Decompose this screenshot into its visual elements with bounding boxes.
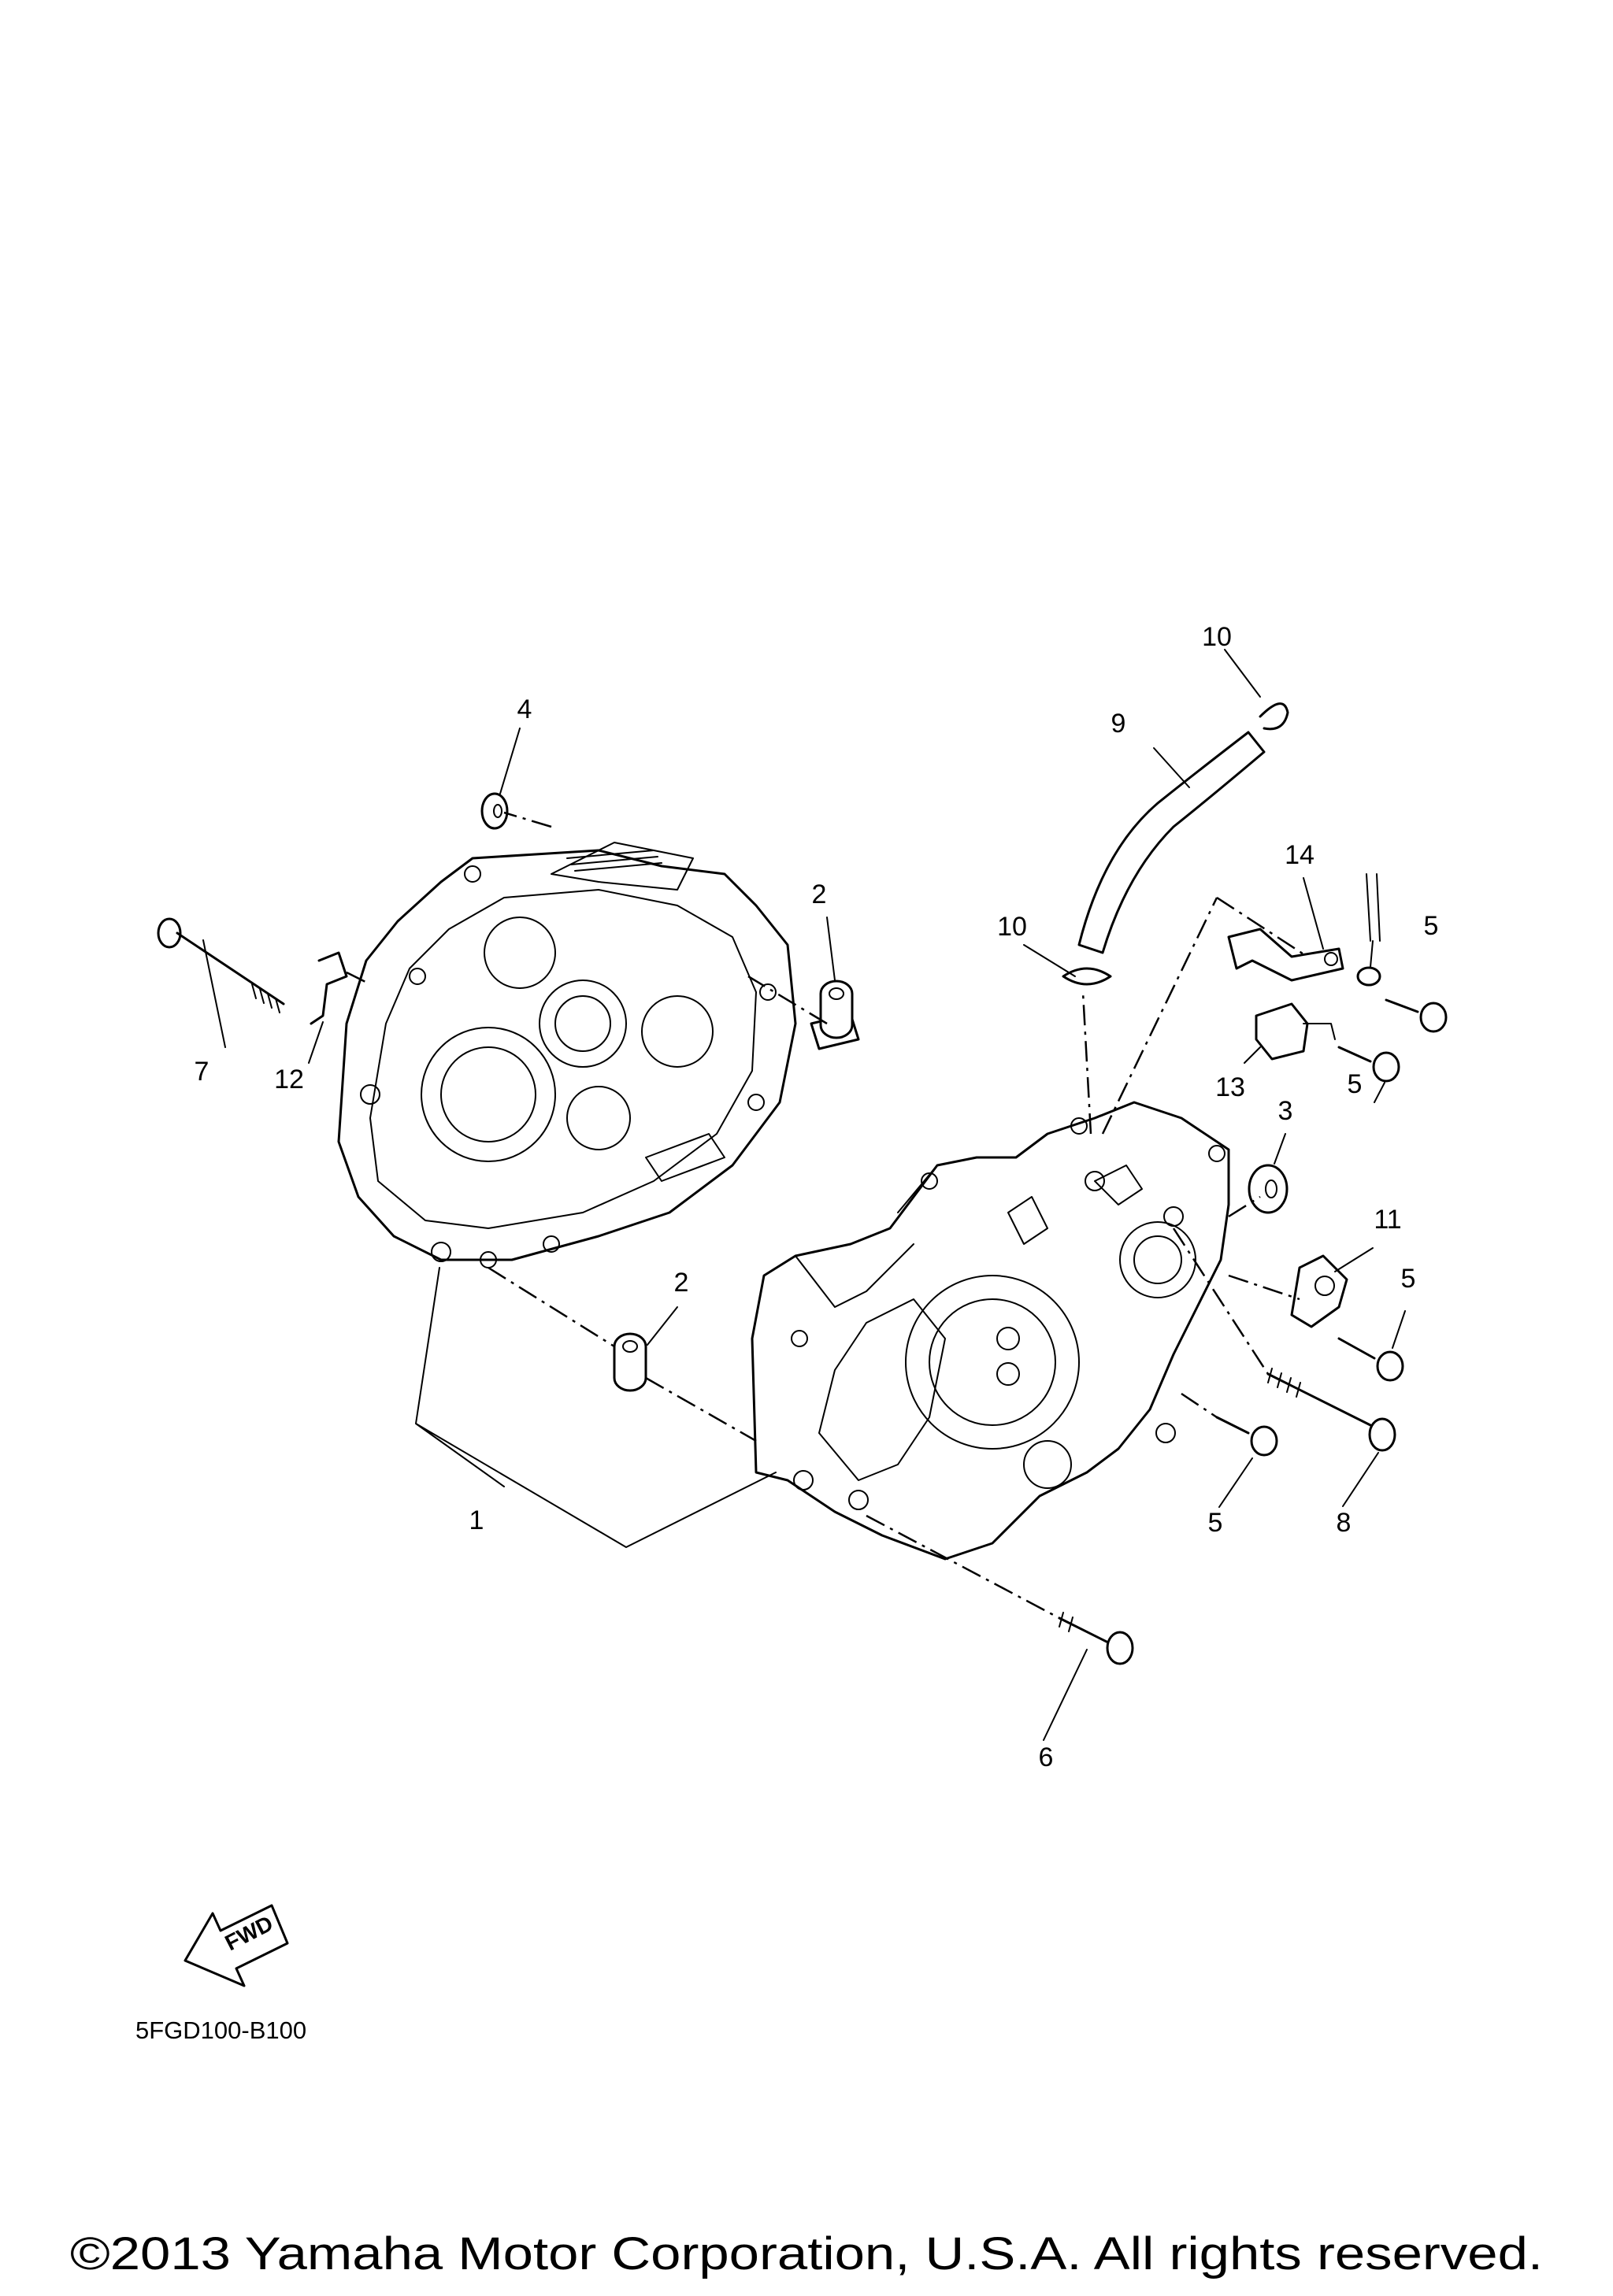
part-13-clamp xyxy=(1255,1002,1336,1061)
part-8-long-bolt xyxy=(1266,1368,1396,1452)
part-7-long-bolt xyxy=(157,917,285,1013)
wire-lead xyxy=(1356,873,1381,987)
part-2-dowel-upper xyxy=(810,980,860,1050)
callout-5-d: 5 xyxy=(1208,1508,1223,1538)
callout-2-lower: 2 xyxy=(674,1268,689,1298)
part-5-bolt-b xyxy=(1337,1046,1400,1083)
part-code: 5FGD100-B100 xyxy=(135,2016,306,2044)
part-5-bolt-a xyxy=(1385,998,1448,1033)
callout-10-lower: 10 xyxy=(997,912,1027,942)
left-crankcase-half xyxy=(337,842,797,1268)
callout-13: 13 xyxy=(1215,1072,1245,1102)
part-6-bolt xyxy=(1058,1612,1134,1665)
alignment-lines xyxy=(346,811,1308,1620)
fwd-arrow: FWD xyxy=(184,1904,289,1987)
callout-9: 9 xyxy=(1111,709,1126,739)
part-10-clip-lower xyxy=(1062,967,1112,986)
copyright-notice: ©2013 Yamaha Motor Corporation, U.S.A. A… xyxy=(70,2228,1543,2279)
callout-1: 1 xyxy=(469,1505,484,1535)
part-9-breather-hose xyxy=(1077,731,1266,954)
part-10-clip-upper xyxy=(1259,702,1289,731)
part-12-clip xyxy=(310,951,348,1025)
part-5-bolt-d xyxy=(1215,1416,1278,1457)
part-14-bracket xyxy=(1227,928,1344,982)
callout-labels: 1 2 2 3 4 5 5 5 5 6 7 8 9 10 10 11 12 13… xyxy=(195,622,1439,1772)
callout-4: 4 xyxy=(517,694,532,724)
callout-5-c: 5 xyxy=(1401,1264,1416,1294)
callout-2-upper: 2 xyxy=(812,880,827,909)
part-5-bolt-c xyxy=(1337,1337,1404,1382)
part-2-dowel-lower xyxy=(613,1332,647,1392)
callout-11: 11 xyxy=(1374,1205,1401,1235)
callout-12: 12 xyxy=(274,1065,304,1094)
callout-5-b: 5 xyxy=(1348,1069,1363,1099)
callout-6: 6 xyxy=(1039,1742,1054,1772)
part-4-washer xyxy=(480,792,509,830)
callout-5-a: 5 xyxy=(1424,911,1439,941)
right-crankcase-half xyxy=(751,1101,1230,1561)
leader-lines xyxy=(202,649,1406,1741)
callout-14: 14 xyxy=(1285,840,1315,870)
callout-10-upper: 10 xyxy=(1202,622,1232,652)
callout-3: 3 xyxy=(1278,1096,1293,1126)
part-3-washer xyxy=(1248,1164,1289,1214)
callout-7: 7 xyxy=(195,1057,210,1087)
callout-8: 8 xyxy=(1337,1508,1352,1538)
part-11-plate xyxy=(1290,1254,1348,1328)
